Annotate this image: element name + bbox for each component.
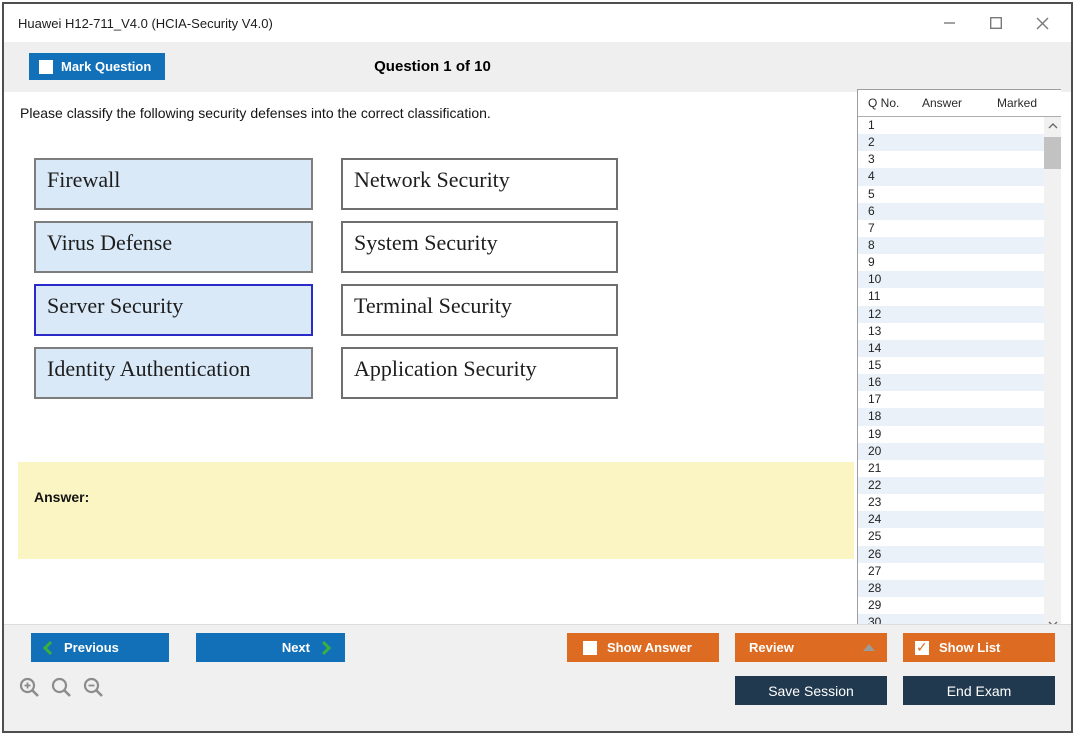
question-row-28[interactable]: 28 bbox=[858, 579, 1044, 597]
zoom-reset-icon[interactable] bbox=[50, 676, 74, 700]
question-row-16[interactable]: 16 bbox=[858, 374, 1044, 392]
drop-category-network-security[interactable]: Network Security bbox=[341, 158, 618, 210]
question-row-5[interactable]: 5 bbox=[868, 186, 875, 201]
next-button[interactable]: Next bbox=[196, 633, 345, 662]
scroll-up-button[interactable] bbox=[1044, 117, 1061, 134]
question-row-24[interactable]: 24 bbox=[858, 511, 1044, 529]
review-button[interactable]: Review bbox=[735, 633, 887, 662]
drop-category-application-security[interactable]: Application Security bbox=[341, 347, 618, 399]
titlebar: Huawei H12-711_V4.0 (HCIA-Security V4.0) bbox=[4, 4, 1071, 42]
next-label: Next bbox=[281, 640, 310, 655]
question-row-4[interactable]: 4 bbox=[858, 168, 1044, 186]
drag-item-identity-authentication[interactable]: Identity Authentication bbox=[34, 347, 313, 399]
question-row-1[interactable]: 1 bbox=[868, 118, 875, 132]
window-controls bbox=[927, 4, 1065, 42]
drop-category-system-security[interactable]: System Security bbox=[341, 221, 618, 273]
question-row-19[interactable]: 19 bbox=[868, 426, 882, 441]
question-row-21[interactable]: 21 bbox=[868, 460, 882, 475]
question-row-7[interactable]: 7 bbox=[868, 220, 875, 235]
drag-item-server-security[interactable]: Server Security bbox=[34, 284, 313, 336]
chevron-right-icon bbox=[322, 640, 331, 655]
column-qno: Q No. bbox=[868, 96, 900, 110]
caret-up-icon bbox=[863, 644, 875, 651]
question-text: Please classify the following security d… bbox=[20, 105, 491, 121]
question-row-13[interactable]: 13 bbox=[868, 323, 882, 338]
save-session-button[interactable]: Save Session bbox=[735, 676, 887, 705]
bottom-bar: Previous Next Show Answer Review Show Li… bbox=[4, 624, 1071, 731]
question-row-2[interactable]: 2 bbox=[858, 134, 1044, 152]
end-exam-button[interactable]: End Exam bbox=[903, 676, 1055, 705]
chevron-up-icon bbox=[1048, 122, 1057, 128]
question-row-11[interactable]: 11 bbox=[868, 289, 881, 304]
column-marked: Marked bbox=[997, 96, 1038, 110]
question-row-14[interactable]: 14 bbox=[858, 339, 1044, 357]
question-row-12[interactable]: 12 bbox=[858, 305, 1044, 323]
show-answer-button[interactable]: Show Answer bbox=[567, 633, 719, 662]
previous-button[interactable]: Previous bbox=[31, 633, 169, 662]
column-answer: Answer bbox=[922, 96, 963, 110]
minimize-icon bbox=[944, 22, 955, 24]
question-row-17[interactable]: 17 bbox=[868, 392, 882, 407]
question-counter: Question 1 of 10 bbox=[374, 58, 491, 75]
zoom-out-icon[interactable] bbox=[82, 676, 106, 700]
close-icon bbox=[1036, 17, 1048, 29]
show-answer-checkbox[interactable] bbox=[583, 640, 597, 655]
question-row-23[interactable]: 23 bbox=[868, 495, 882, 510]
answer-panel: Answer: bbox=[18, 462, 854, 559]
mark-question-checkbox[interactable] bbox=[39, 59, 53, 74]
question-row-9[interactable]: 9 bbox=[868, 255, 875, 270]
drop-category-terminal-security[interactable]: Terminal Security bbox=[341, 284, 618, 336]
drag-item-firewall[interactable]: Firewall bbox=[34, 158, 313, 210]
mark-question-label: Mark Question bbox=[61, 59, 152, 74]
show-answer-label: Show Answer bbox=[607, 640, 692, 655]
question-row-8[interactable]: 8 bbox=[858, 236, 1044, 255]
drag-item-virus-defense[interactable]: Virus Defense bbox=[34, 221, 313, 273]
question-row-26[interactable]: 26 bbox=[858, 545, 1044, 563]
show-list-label: Show List bbox=[939, 640, 1001, 655]
zoom-controls bbox=[18, 676, 106, 700]
maximize-icon bbox=[990, 17, 1002, 29]
question-row-6[interactable]: 6 bbox=[858, 202, 1044, 220]
chevron-left-icon bbox=[43, 640, 52, 655]
question-row-10[interactable]: 10 bbox=[858, 271, 1044, 289]
previous-label: Previous bbox=[64, 640, 119, 655]
question-row-22[interactable]: 22 bbox=[858, 476, 1044, 495]
question-row-27[interactable]: 27 bbox=[868, 563, 882, 578]
question-row-3[interactable]: 3 bbox=[868, 152, 875, 167]
question-row-25[interactable]: 25 bbox=[868, 529, 882, 544]
question-row-29[interactable]: 29 bbox=[868, 597, 882, 612]
question-list-header: Q No. Answer Marked bbox=[858, 90, 1061, 117]
window-title: Huawei H12-711_V4.0 (HCIA-Security V4.0) bbox=[18, 15, 273, 31]
toolbar: Mark Question Question 1 of 10 bbox=[4, 42, 1071, 92]
question-row-18[interactable]: 18 bbox=[858, 408, 1044, 426]
review-label: Review bbox=[749, 640, 794, 655]
scrollbar-thumb[interactable] bbox=[1044, 137, 1061, 169]
maximize-button[interactable] bbox=[973, 4, 1019, 42]
question-list-scrollbar[interactable] bbox=[1044, 117, 1061, 632]
show-list-checkbox[interactable] bbox=[915, 639, 929, 656]
answer-label: Answer: bbox=[34, 489, 90, 505]
question-row-20[interactable]: 20 bbox=[858, 442, 1044, 460]
close-button[interactable] bbox=[1019, 4, 1065, 42]
zoom-in-icon[interactable] bbox=[18, 676, 42, 700]
minimize-button[interactable] bbox=[927, 4, 973, 42]
mark-question-button[interactable]: Mark Question bbox=[29, 53, 166, 80]
show-list-button[interactable]: Show List bbox=[903, 633, 1055, 662]
question-row-15[interactable]: 15 bbox=[868, 357, 882, 372]
